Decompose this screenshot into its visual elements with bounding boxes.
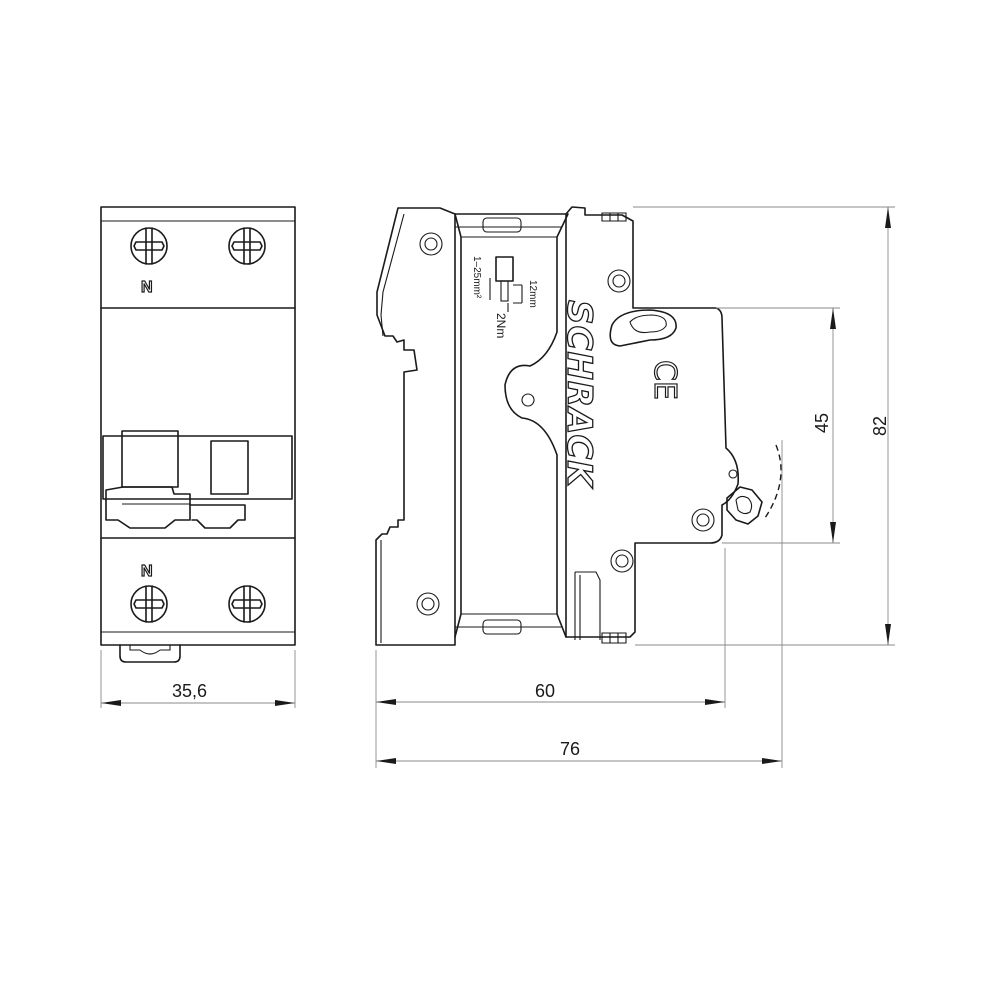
strip-length-label: 12mm <box>527 280 538 308</box>
central-body <box>454 213 569 638</box>
torque-label: 2Nm <box>494 313 508 338</box>
toggle-knob-icon <box>726 469 763 525</box>
total-height-label: 82 <box>870 416 890 436</box>
terminal-screw-icon <box>228 227 266 265</box>
width-dimension-label: 35,6 <box>172 681 207 701</box>
front-body-outline <box>100 206 296 646</box>
total-depth-label: 76 <box>560 739 580 759</box>
wire-spec-icon <box>489 256 523 312</box>
ce-mark-icon: CE <box>647 360 682 400</box>
front-height-label: 45 <box>812 413 832 433</box>
toggle-swing-arc <box>764 444 782 519</box>
depth-to-front-label: 60 <box>535 681 555 701</box>
front-view: N N 35,6 <box>100 206 296 708</box>
top-terminal-label: N <box>141 279 153 296</box>
brand-logo: SCHRACK <box>559 300 599 489</box>
bottom-terminal-label: N <box>141 563 153 580</box>
rivet-hole-icon <box>416 592 440 616</box>
wire-cross-section-label: 1–25mm² <box>471 256 482 299</box>
rivet-hole-icon <box>607 269 631 293</box>
side-view: 1–25mm² 12mm 2Nm SCHRACK CE <box>375 206 782 646</box>
din-rail-bracket <box>375 207 456 646</box>
side-dimensions: 82 45 60 76 <box>375 206 895 768</box>
toggle-lever <box>102 430 293 529</box>
rivet-hole-icon <box>419 232 443 256</box>
terminal-screw-icon <box>130 227 168 265</box>
rivet-hole-icon <box>610 549 634 573</box>
rivet-hole-icon <box>691 508 715 532</box>
terminal-screw-icon <box>130 585 168 623</box>
terminal-screw-icon <box>228 585 266 623</box>
test-button-slot <box>609 309 677 347</box>
din-clip <box>119 644 181 663</box>
